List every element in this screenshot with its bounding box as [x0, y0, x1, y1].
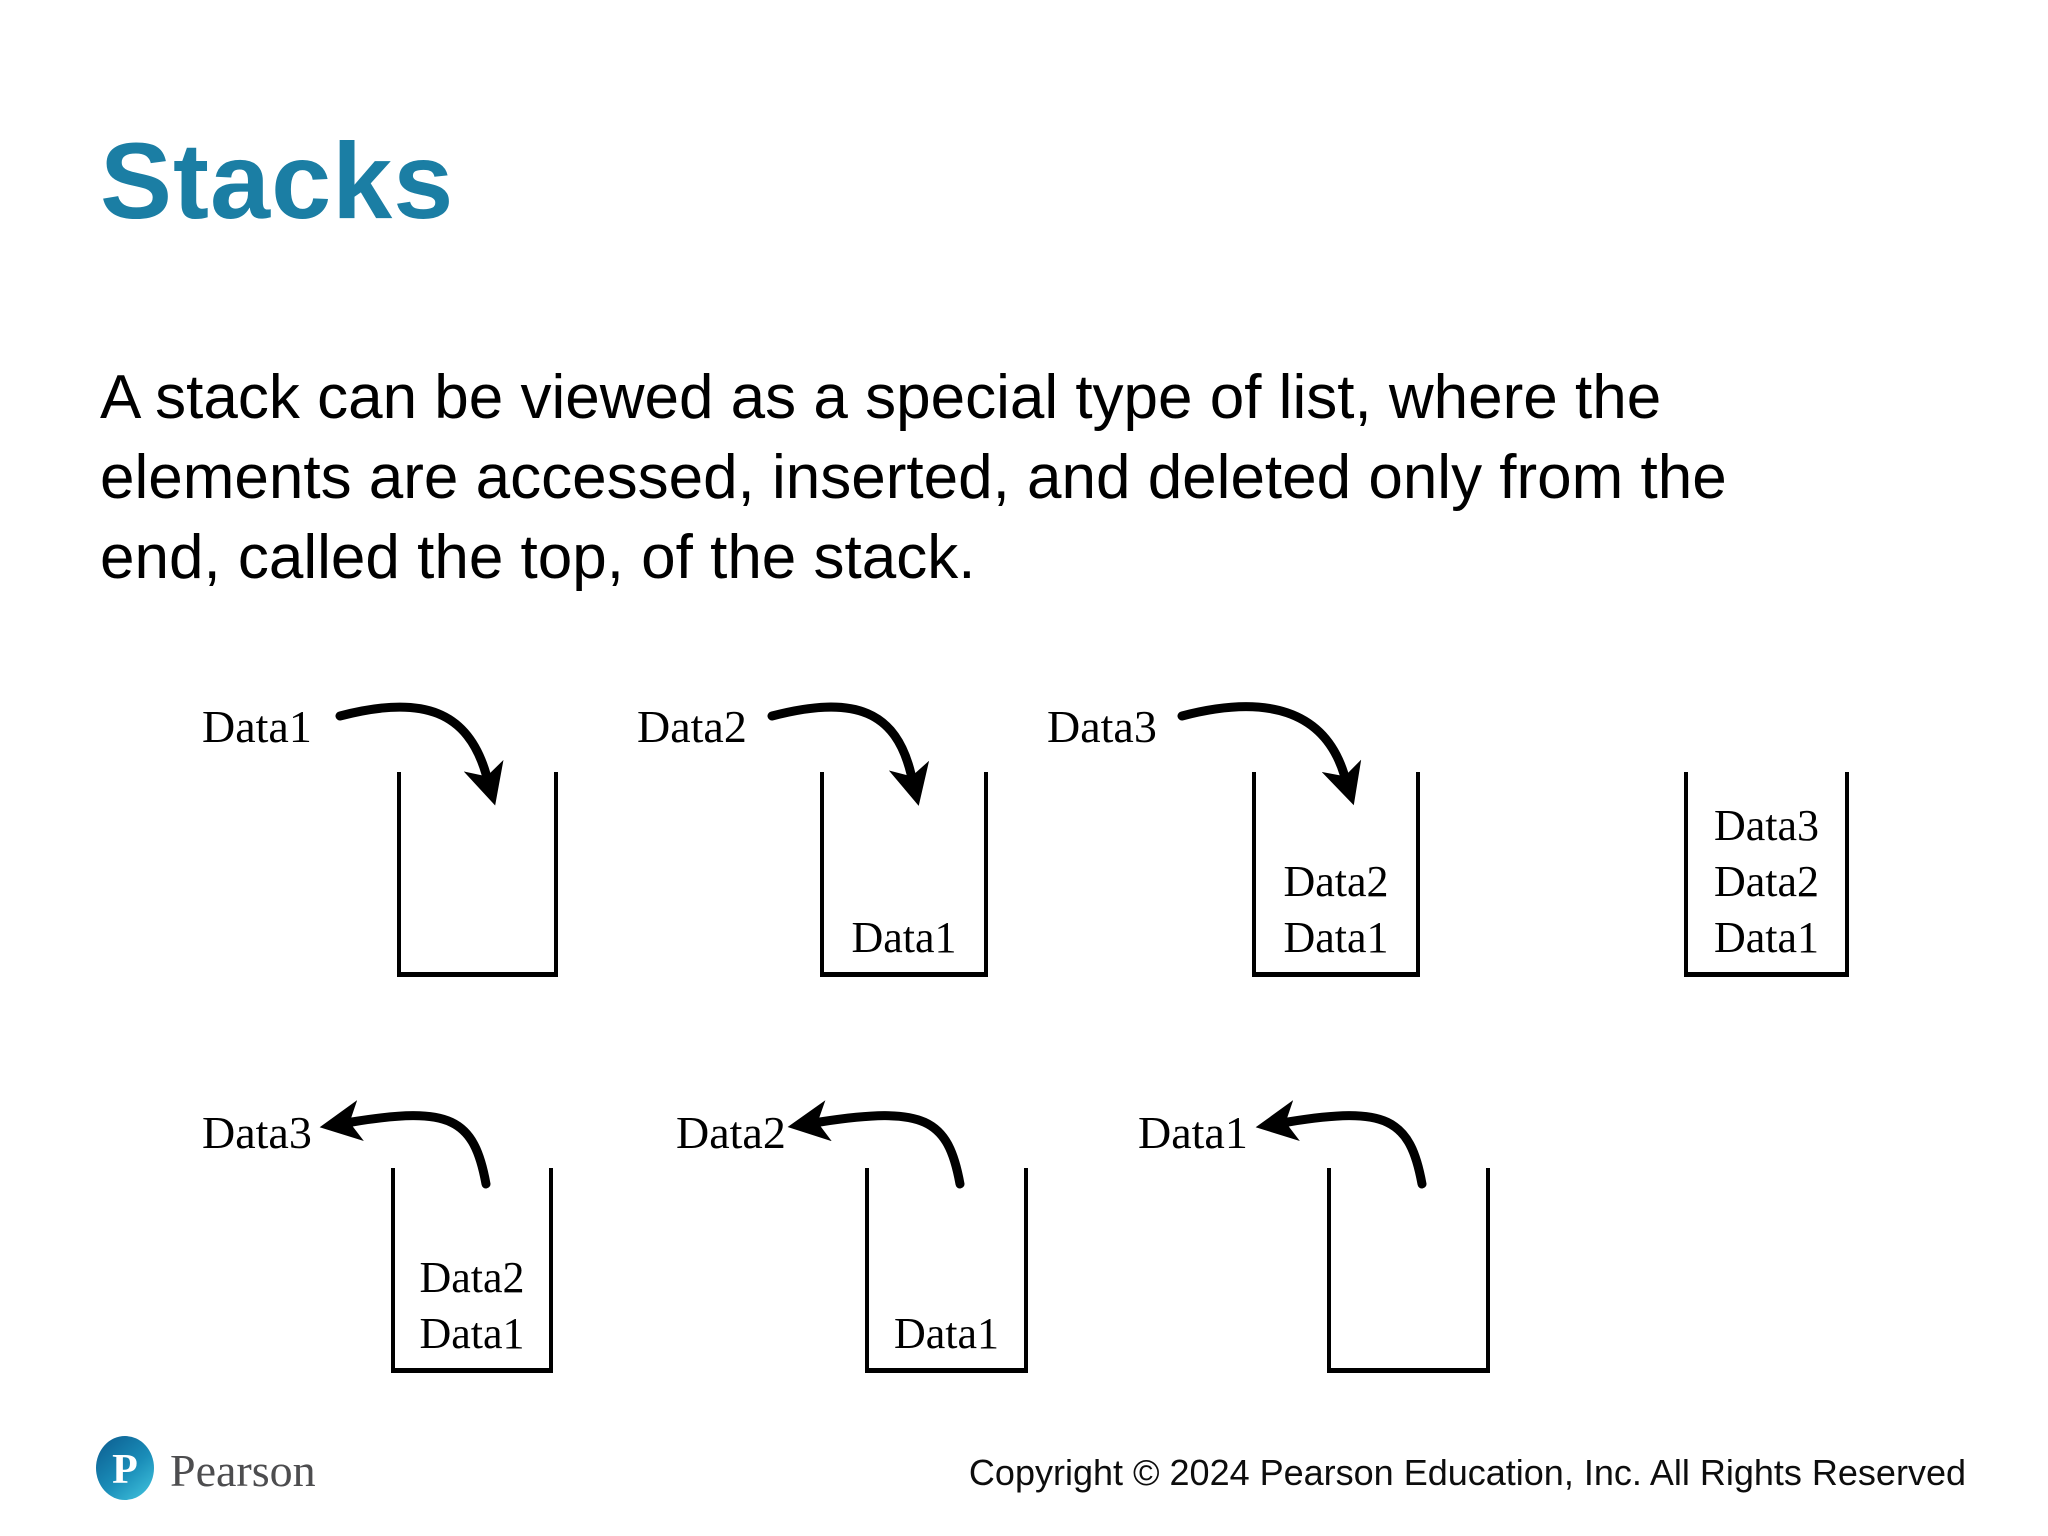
stack-box-push-2: Data1 [820, 772, 988, 977]
stack-box-push-3: Data2 Data1 [1252, 772, 1420, 977]
stack-box-push-1 [397, 772, 558, 977]
stack-box-pop-1: Data2 Data1 [391, 1168, 553, 1373]
stack-items: Data2 Data1 [395, 1250, 549, 1362]
push-arrow-data1 [335, 702, 504, 806]
push-label-data2: Data2 [637, 701, 747, 752]
page-title: Stacks [100, 120, 455, 241]
pop-arrow-data1 [1255, 1100, 1427, 1189]
stack-items: Data2 Data1 [1256, 854, 1416, 966]
stack-item: Data2 [1283, 857, 1389, 906]
stack-item: Data1 [419, 1309, 525, 1358]
stack-item: Data1 [893, 1309, 1000, 1358]
stack-item: Data3 [1713, 801, 1820, 850]
pop-arrow-data2 [787, 1100, 965, 1189]
stack-item: Data1 [1283, 913, 1389, 962]
pop-arrow-data3 [319, 1100, 491, 1189]
stack-items: Data3 Data2 Data1 [1688, 798, 1845, 966]
stack-box-pop-3 [1327, 1168, 1490, 1373]
stack-item: Data1 [1713, 913, 1820, 962]
stack-box-push-4: Data3 Data2 Data1 [1684, 772, 1849, 977]
pop-label-data1: Data1 [1138, 1107, 1248, 1158]
pop-label-data3: Data3 [202, 1107, 312, 1158]
body-line-2: elements are accessed, inserted, and del… [100, 443, 1727, 512]
stack-item: Data2 [1713, 857, 1820, 906]
push-arrow-data2 [767, 702, 930, 806]
body-line-3: end, called the top, of the stack. [100, 523, 976, 592]
body-line-1: A stack can be viewed as a special type … [100, 363, 1662, 432]
stack-box-pop-2: Data1 [865, 1168, 1028, 1373]
brand-name: Pearson [170, 1445, 316, 1496]
stack-items: Data1 [824, 910, 984, 966]
stack-items: Data1 [869, 1306, 1024, 1362]
pearson-logo-letter: P [112, 1447, 138, 1493]
pearson-logo-icon: P [96, 1436, 154, 1500]
stack-item: Data1 [851, 913, 957, 962]
body-text: A stack can be viewed as a special type … [100, 358, 1727, 598]
push-label-data1: Data1 [202, 701, 312, 752]
stack-item: Data2 [419, 1253, 525, 1302]
pop-label-data2: Data2 [676, 1107, 786, 1158]
push-label-data3: Data3 [1047, 701, 1157, 752]
push-arrow-data3 [1177, 702, 1362, 806]
copyright-text: Copyright © 2024 Pearson Education, Inc.… [968, 1452, 1966, 1493]
